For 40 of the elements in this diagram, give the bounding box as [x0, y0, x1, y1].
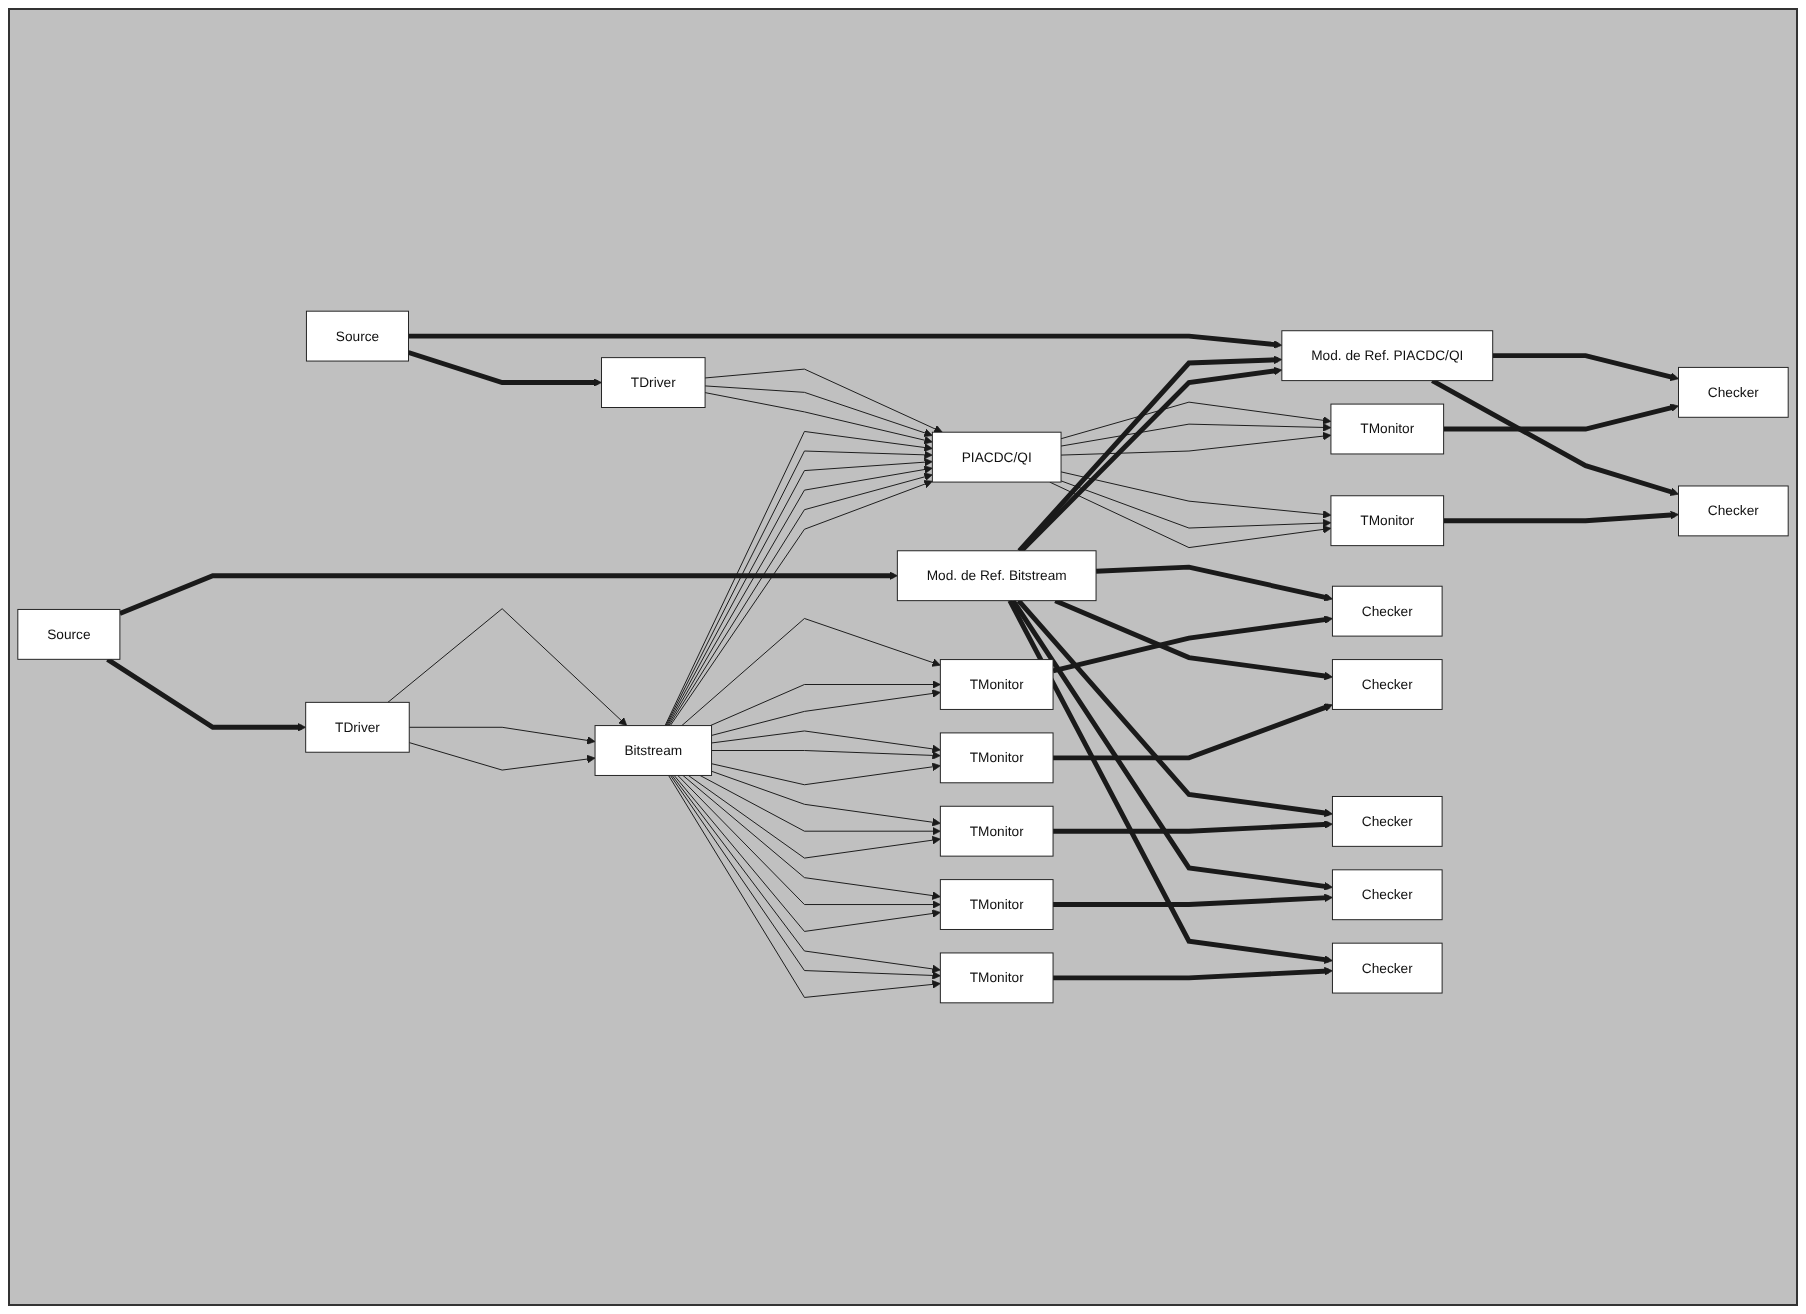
arrow: [1095, 564, 1333, 602]
arrow: [106, 657, 307, 732]
node-box: [896, 550, 1097, 602]
arrow: [1443, 510, 1679, 524]
node-box: [939, 952, 1054, 1004]
node-box: [601, 357, 706, 408]
node-box: [305, 701, 410, 753]
node-box: [1678, 485, 1789, 537]
arrow: [1492, 353, 1679, 382]
node-box: [931, 431, 1062, 483]
node-box: [1330, 403, 1445, 455]
arrow: [1053, 966, 1333, 981]
node-box: [1331, 585, 1443, 637]
arrow: [1052, 615, 1333, 674]
node-box: [939, 879, 1054, 930]
arrow: [1053, 820, 1333, 834]
arrow: [1431, 378, 1679, 496]
node-box: [1331, 942, 1443, 994]
arrow: [1011, 599, 1333, 891]
arrow: [1054, 598, 1333, 681]
arrow: [1053, 703, 1333, 761]
arrow: [1007, 599, 1333, 964]
node-box: [1678, 366, 1789, 418]
node-box: [594, 725, 713, 776]
node-box: [1331, 869, 1443, 921]
arrow: [408, 333, 1283, 349]
arrow: [1016, 599, 1333, 818]
arrow: [407, 350, 602, 387]
node-box: [305, 310, 409, 362]
node-box: [1331, 659, 1443, 710]
node-box: [939, 732, 1054, 784]
node-box: [17, 608, 121, 660]
node-box: [939, 659, 1054, 710]
arrow: [1053, 893, 1333, 907]
node-box: [1330, 495, 1445, 547]
arrow: [1443, 403, 1679, 432]
node-box: [1281, 330, 1494, 382]
node-box: [1331, 796, 1443, 847]
node-box: [939, 805, 1054, 857]
arrow: [118, 571, 898, 616]
